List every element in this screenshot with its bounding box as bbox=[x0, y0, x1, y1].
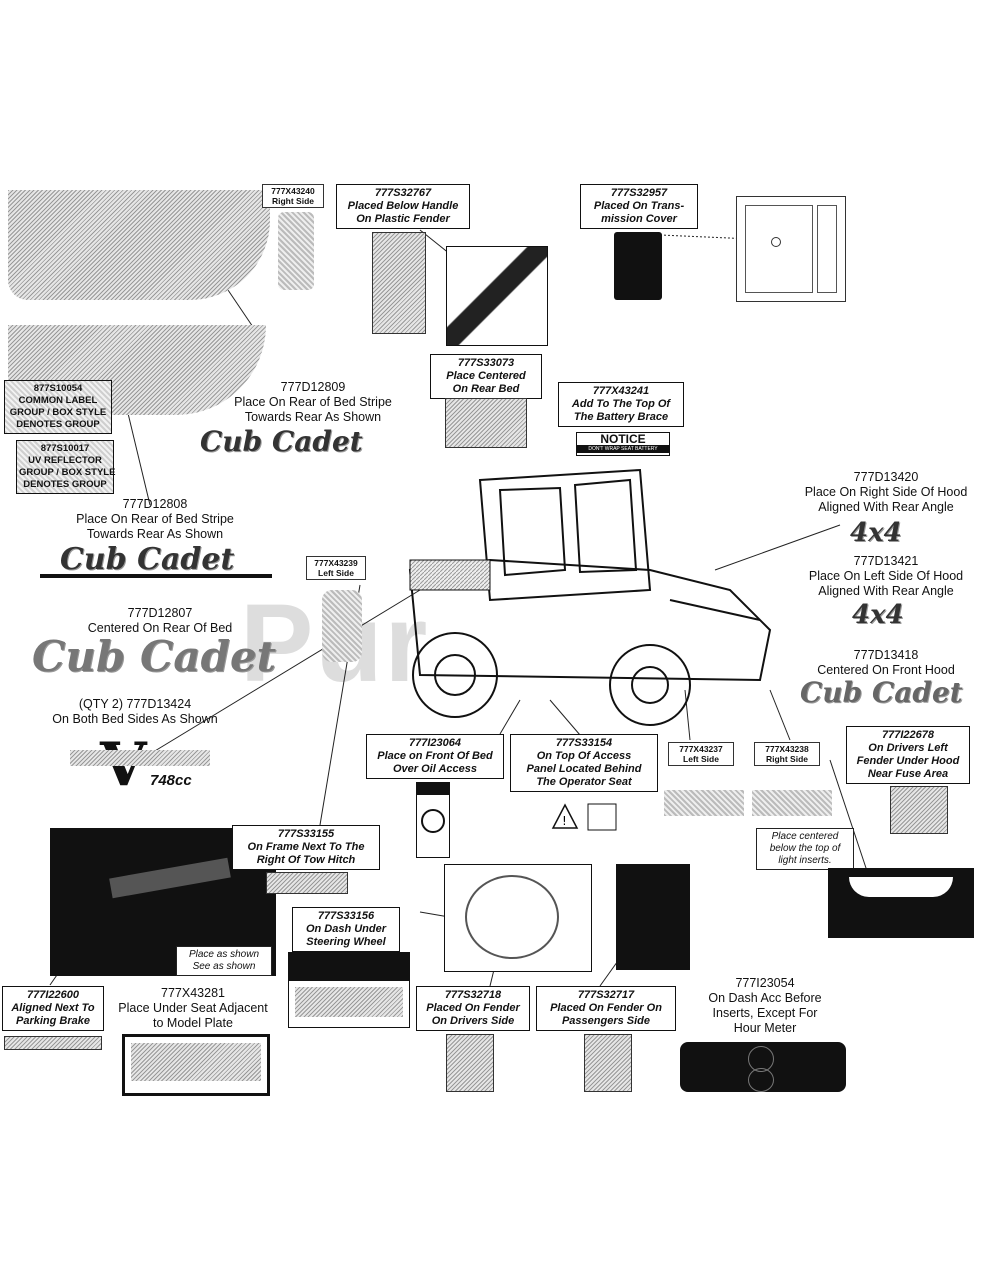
side-decal-left bbox=[322, 590, 362, 662]
fender-photo bbox=[446, 246, 548, 346]
decal-s32957 bbox=[614, 232, 662, 300]
decal-s33155 bbox=[266, 872, 348, 894]
v-badge: V 748cc bbox=[70, 730, 210, 802]
decal-s32717 bbox=[584, 1034, 632, 1092]
svg-text:!: ! bbox=[562, 814, 567, 828]
fender-passenger-photo bbox=[616, 864, 690, 970]
decal-x43238 bbox=[752, 790, 832, 816]
cubcadet-logo-1: Cub Cadet bbox=[200, 425, 363, 458]
decal-s32718 bbox=[446, 1034, 494, 1092]
utility-vehicle-illustration bbox=[408, 468, 772, 726]
decal-i22678 bbox=[890, 786, 948, 834]
transmission-cover bbox=[736, 196, 846, 302]
dash-insert-decal bbox=[680, 1042, 846, 1092]
4x4-badge-left: 4x4 bbox=[852, 600, 904, 630]
notice-decal: NOTICE DON'T WRAP SEAT BATTERY bbox=[576, 432, 670, 456]
oil-decal bbox=[416, 782, 450, 858]
decal-x43281 bbox=[122, 1034, 270, 1096]
notice-sub: DON'T WRAP SEAT BATTERY bbox=[577, 445, 669, 453]
cubcadet-logo-3: Cub Cadet bbox=[32, 632, 277, 681]
logo-underline bbox=[40, 574, 272, 578]
steering-wheel-photo bbox=[444, 864, 592, 972]
decal-x43237 bbox=[664, 790, 744, 816]
warning-decals: ! bbox=[550, 802, 620, 832]
cubcadet-logo-2: Cub Cadet bbox=[60, 542, 235, 577]
front-hood-photo bbox=[828, 868, 974, 938]
decal-s33073 bbox=[445, 398, 527, 448]
decal-s33156 bbox=[288, 952, 410, 1028]
cubcadet-hood-logo: Cub Cadet bbox=[800, 676, 963, 709]
notice-title: NOTICE bbox=[600, 432, 646, 446]
decal-i22600 bbox=[4, 1036, 102, 1050]
side-decal-right bbox=[278, 212, 314, 290]
4x4-badge-right: 4x4 bbox=[850, 518, 902, 548]
badge-748: 748cc bbox=[150, 772, 192, 789]
bed-stripe-upper bbox=[8, 190, 270, 300]
decal-s32767 bbox=[372, 232, 426, 334]
